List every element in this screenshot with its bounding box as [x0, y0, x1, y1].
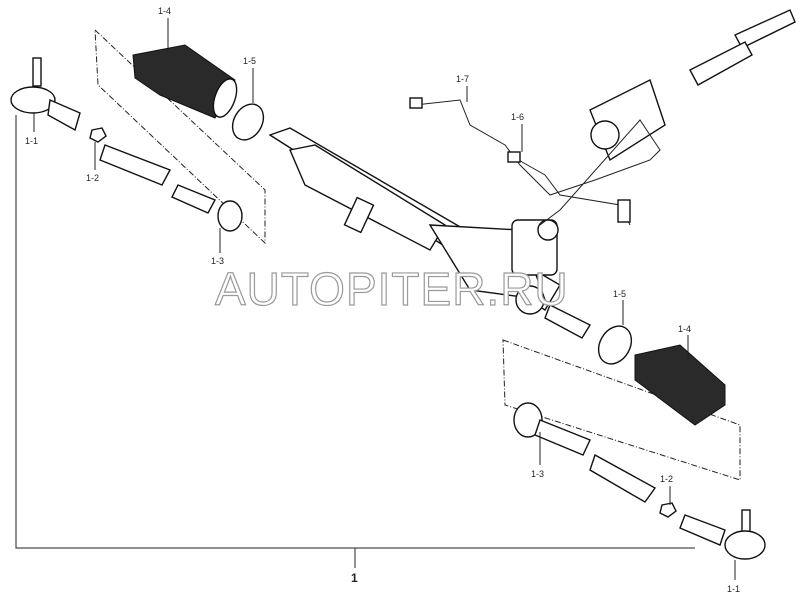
callout-boot-left: 1-4 — [158, 6, 171, 16]
callout-lock-nut-right: 1-2 — [660, 474, 673, 484]
callout-inner-tie-rod-right: 1-3 — [531, 469, 544, 479]
callout-pipe-b: 1-7 — [456, 74, 469, 84]
boot-right — [634, 344, 726, 426]
clamp-left — [231, 103, 265, 141]
callout-clamp-right: 1-5 — [613, 289, 626, 299]
callout-pipe-a: 1-6 — [511, 112, 524, 122]
callout-tie-rod-end-right: 1-1 — [727, 584, 740, 594]
tie-rod-end-left — [10, 57, 81, 132]
clamp-right — [597, 325, 633, 365]
callout-inner-tie-rod-left: 1-3 — [211, 256, 224, 266]
rack-housing — [268, 127, 591, 339]
lock-nut-left — [89, 127, 107, 143]
inner-tie-rod-left — [171, 184, 243, 232]
callout-clamp-left: 1-5 — [243, 56, 256, 66]
inner-tie-rod-left-outer — [99, 144, 171, 186]
watermark: AUTOPITER.RU — [215, 263, 569, 315]
assembly-bracket — [15, 115, 695, 568]
lock-nut-right — [659, 502, 677, 518]
callout-tie-rod-end-left: 1-1 — [25, 136, 38, 146]
hydraulic-pipes — [409, 97, 661, 226]
callout-boot-right: 1-4 — [678, 324, 691, 334]
leader-lines — [33, 18, 736, 580]
boot-left — [132, 44, 238, 119]
inner-tie-rod-right — [513, 402, 657, 503]
steering-column — [589, 9, 796, 162]
tie-rod-end-right — [679, 509, 766, 560]
callout-assembly: 1 — [351, 571, 358, 585]
left-group-outline — [94, 28, 266, 245]
callout-lock-nut-left: 1-2 — [86, 173, 99, 183]
